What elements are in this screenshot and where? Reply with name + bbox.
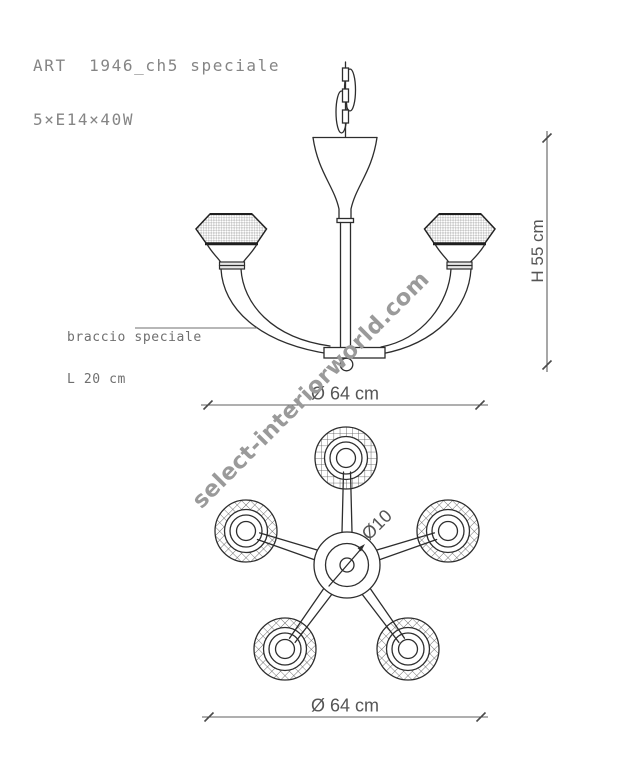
arm-note-line2: L 20 cm [67,372,126,387]
arm-note-line1: braccio speciale [67,330,202,345]
trumpet-body [312,136,378,224]
finial-ball [339,357,354,372]
bottom-hub [323,346,386,359]
chain [335,61,357,138]
height-dimension: H 55 cm [528,131,553,372]
right-lamp [416,499,480,563]
bottom-right-lamp [376,617,440,681]
bottom-left-lamp [253,617,317,681]
arm-note: braccio speciale L 20 cm [67,303,202,415]
left-lamp-shade [195,213,268,270]
product-code: ART 1946_ch5 speciale [33,56,281,75]
side-diameter-dimension: Ø 64 cm [201,384,488,411]
left-lamp [214,499,278,563]
side-view: H 55 cm Ø 64 cm [135,61,553,411]
center-hub: Ø10 [313,506,396,599]
top-lamp [314,426,378,490]
top-view: Ø10 Ø 64 cm [202,426,488,723]
left-arm [220,268,331,355]
dimension-arrowhead [357,544,365,552]
product-header: ART 1946_ch5 speciale 5×E14×40W [33,21,280,165]
side-diameter-label: Ø 64 cm [311,384,379,404]
top-diameter-label: Ø 64 cm [311,696,379,716]
height-dimension-label: H 55 cm [528,219,547,282]
center-stem [339,221,352,349]
radial-arms [256,471,438,644]
top-diameter-dimension: Ø 64 cm [202,696,488,723]
lamping-spec: 5×E14×40W [33,110,135,129]
right-lamp-shade [423,213,496,270]
right-arm [380,268,472,355]
